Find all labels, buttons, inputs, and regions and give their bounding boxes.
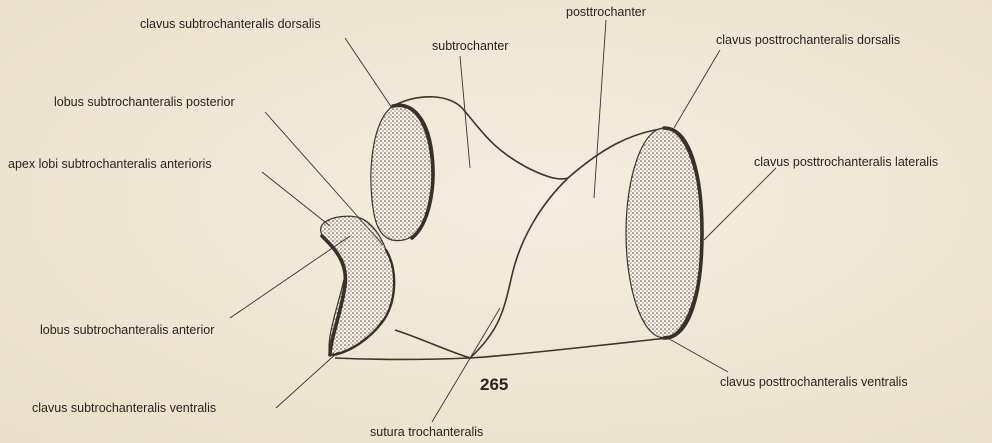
figure-number: 265 — [480, 375, 508, 394]
label-lobus-subtrochanteralis-anterior: lobus subtrochanteralis anterior — [40, 323, 214, 337]
label-sutura-trochanteralis: sutura trochanteralis — [370, 425, 483, 439]
posttrochanter-boundary — [470, 178, 568, 358]
leader-clavus-posttrochanteralis-ventralis — [664, 336, 728, 372]
label-apex-lobi-subtrochanteralis-anterioris: apex lobi subtrochanteralis anterioris — [8, 157, 212, 171]
label-clavus-subtrochanteralis-ventralis: clavus subtrochanteralis ventralis — [32, 401, 216, 415]
leader-clavus-posttrochanteralis-lateralis — [704, 168, 776, 240]
label-clavus-posttrochanteralis-dorsalis: clavus posttrochanteralis dorsalis — [716, 33, 900, 47]
label-subtrochanter: subtrochanter — [432, 39, 508, 53]
leader-apex-lobi — [262, 172, 330, 226]
lobus-subtrochanteralis-anterior-shape — [321, 216, 395, 355]
leader-clavus-posttrochanteralis-dorsalis — [674, 50, 720, 128]
leader-clavus-subtrochanteralis-dorsalis — [345, 38, 392, 108]
label-clavus-posttrochanteralis-lateralis: clavus posttrochanteralis lateralis — [754, 155, 938, 169]
clavus-posttrochanteralis-lateralis-shape — [626, 128, 702, 338]
label-posttrochanter: posttrochanter — [566, 5, 646, 19]
label-clavus-subtrochanteralis-dorsalis: clavus subtrochanteralis dorsalis — [140, 17, 321, 31]
leader-subtrochanter — [460, 56, 470, 168]
label-lobus-subtrochanteralis-posterior: lobus subtrochanteralis posterior — [54, 95, 235, 109]
label-clavus-posttrochanteralis-ventralis: clavus posttrochanteralis ventralis — [720, 375, 908, 389]
leader-clavus-subtrochanteralis-ventralis — [276, 352, 338, 408]
leader-lobus-subtrochanteralis-anterior — [230, 236, 350, 318]
leader-posttrochanter — [594, 20, 606, 198]
leader-sutura-trochanteralis — [432, 308, 500, 422]
